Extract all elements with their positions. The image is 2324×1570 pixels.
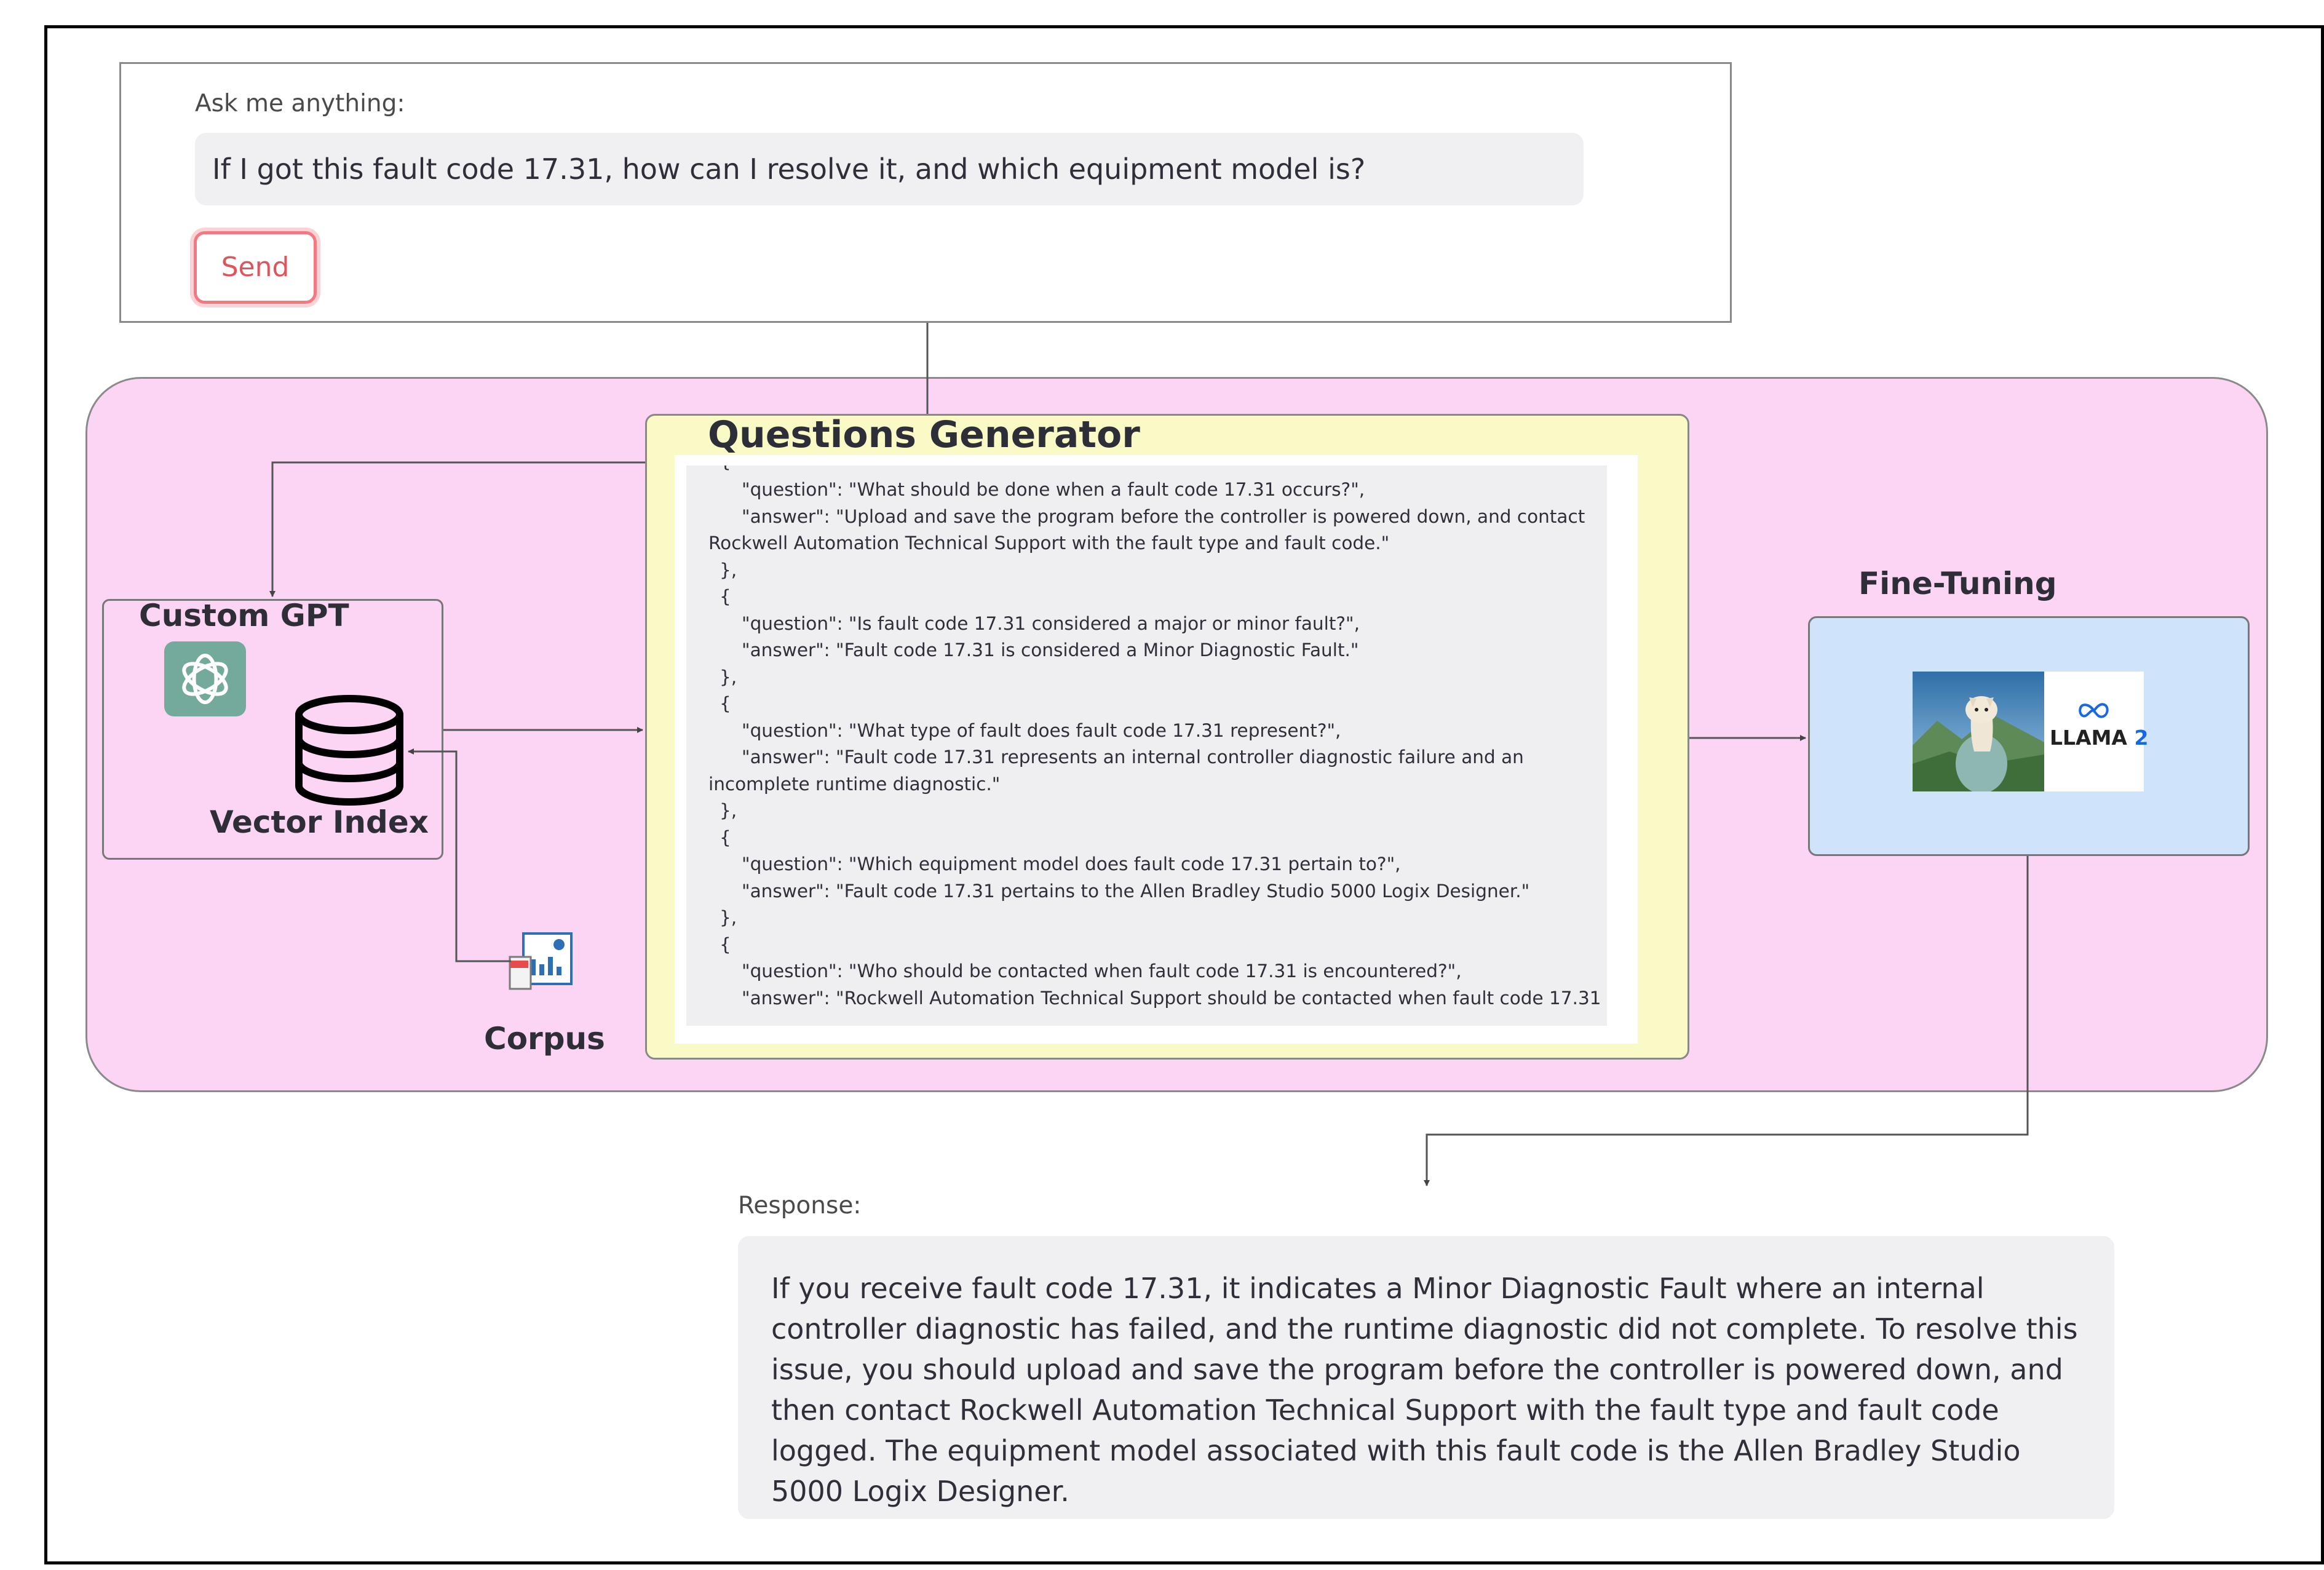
qa-line: "question": "Is fault code 17.31 conside… [742,613,1360,634]
database-icon [291,694,407,807]
ask-label: Ask me anything: [195,90,405,117]
qa-line: }, [720,800,737,821]
qa-line: "answer": "Upload and save the program b… [742,505,1585,527]
llama-model-label: LLAMA 2 [2050,726,2148,750]
qa-line: { [720,934,731,955]
outer-frame [44,25,2324,1564]
qa-line: "question": "What should be done when a … [742,479,1365,500]
qa-line: incomplete runtime diagnostic." [708,773,1001,795]
qa-line: "answer": "Fault code 17.31 is considere… [742,640,1359,660]
qa-line: "question": "What type of fault does fau… [742,720,1341,741]
qa-line: }, [720,907,737,928]
fine-tuning-title: Fine-Tuning [1858,566,2057,601]
qa-line: "answer": "Rockwell Automation Technical… [742,987,1601,1009]
meta-infinity-icon [2076,702,2112,720]
openai-logo-icon [164,641,246,716]
response-label: Response: [738,1192,862,1219]
llama-version: 2 [2134,726,2149,750]
question-input[interactable] [195,133,1584,205]
qa-line: { [720,693,731,714]
llama-image [1913,672,2044,793]
response-box: If you receive fault code 17.31, it indi… [738,1236,2114,1519]
qa-line: { [720,586,731,607]
send-button[interactable]: Send [194,231,317,304]
document-chart-icon [509,932,573,990]
response-text: If you receive fault code 17.31, it indi… [771,1272,2078,1508]
corpus-label: Corpus [484,1021,605,1057]
qa-line: }, [720,559,737,581]
qa-line: "question": "Who should be contacted whe… [742,961,1462,981]
custom-gpt-title: Custom GPT [139,598,349,633]
vector-index-label: Vector Index [210,804,429,840]
qa-line: "answer": "Fault code 17.31 represents a… [742,747,1524,767]
qa-line: Rockwell Automation Technical Support wi… [708,533,1390,553]
llama-name: LLAMA [2050,726,2127,750]
qa-line: { [720,827,731,848]
generated-qa-list: { "question": "What should be done when … [686,466,1607,1026]
qa-line: }, [720,666,737,688]
questions-generator-title: Questions Generator [708,413,1140,456]
qa-line: "question": "Which equipment model does … [742,854,1401,874]
qa-line: "answer": "Fault code 17.31 pertains to … [742,880,1530,902]
ask-panel: Ask me anything: Send [119,62,1732,323]
open-brace: { [720,466,731,472]
custom-gpt-box [102,599,443,860]
